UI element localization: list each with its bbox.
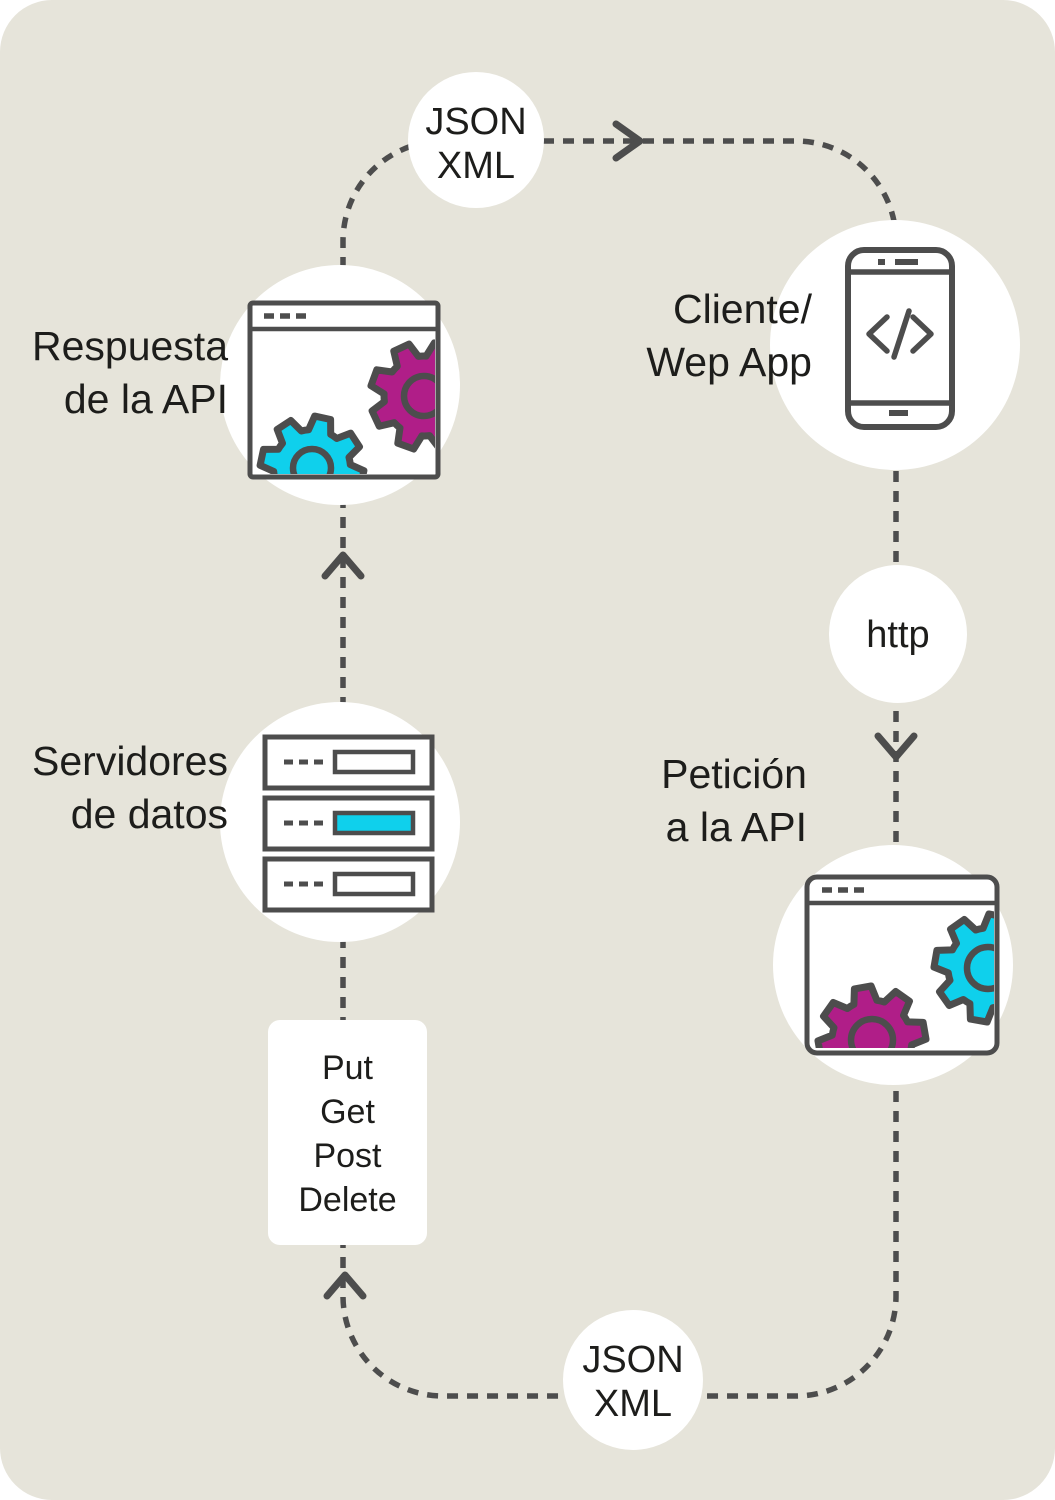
server-unit: [262, 795, 435, 852]
client-label: Cliente/ Wep App: [602, 283, 812, 389]
server-stack-icon: [262, 734, 435, 913]
json-xml-top-badge: JSON XML: [406, 100, 546, 188]
browser-window-icon: [247, 300, 441, 480]
xml-label: XML: [436, 145, 516, 187]
api-response-line1: Respuesta: [31, 323, 228, 369]
data-servers-label: Servidores de datos: [18, 735, 228, 841]
method-get: Get: [320, 1093, 375, 1131]
json-label: JSON: [425, 101, 527, 143]
api-response-line2: de la API: [63, 376, 228, 422]
method-post: Post: [313, 1137, 382, 1175]
gear-icon: [930, 910, 994, 1026]
node-circle-json-top: [408, 72, 544, 208]
json-label: JSON: [582, 1339, 684, 1381]
arrow-up-icon: [321, 551, 365, 580]
data-servers-line2: de datos: [70, 791, 228, 837]
http-methods-box: Put Get Post Delete: [268, 1020, 427, 1245]
code-icon: [866, 308, 934, 360]
api-request-label: Petición a la API: [597, 748, 807, 854]
client-line2: Wep App: [646, 339, 812, 385]
node-circle-json-bottom: [563, 1310, 703, 1450]
data-servers-line1: Servidores: [32, 738, 228, 784]
http-badge: http: [838, 613, 958, 657]
api-request-line1: Petición: [661, 751, 807, 797]
method-delete: Delete: [298, 1181, 397, 1219]
browser-window-icon: [804, 874, 1000, 1056]
client-line1: Cliente/: [672, 286, 812, 332]
json-xml-bottom-badge: JSON XML: [563, 1338, 703, 1426]
phone-icon: [845, 247, 955, 430]
gear-icon: [256, 412, 368, 474]
server-unit: [262, 856, 435, 913]
arrow-down-icon: [874, 732, 918, 761]
api-response-label: Respuesta de la API: [18, 320, 228, 426]
xml-label: XML: [593, 1383, 673, 1425]
method-put: Put: [321, 1049, 374, 1087]
arrow-up-icon: [323, 1271, 367, 1300]
http-label: http: [866, 614, 930, 656]
server-unit: [262, 734, 435, 791]
api-request-line2: a la API: [665, 804, 807, 850]
node-circle-http: [829, 565, 967, 703]
arrow-right-icon: [612, 120, 644, 162]
